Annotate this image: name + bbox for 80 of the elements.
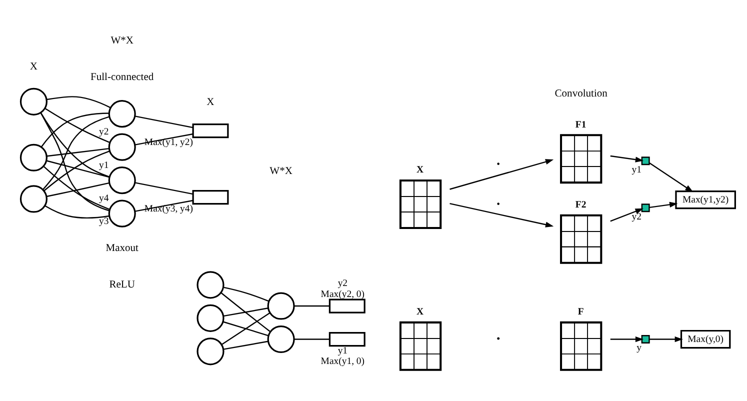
- node-label: y1: [338, 345, 348, 356]
- node-label: Max(y2, 0): [320, 288, 365, 300]
- node-circle: [108, 166, 136, 194]
- connector: [134, 199, 194, 212]
- node-circle: [267, 324, 295, 353]
- label: X: [206, 96, 214, 108]
- connector: [134, 115, 194, 128]
- node-circle: [196, 337, 224, 365]
- connector: [223, 286, 269, 302]
- node-box: [192, 123, 229, 138]
- node-circle: [20, 143, 48, 171]
- node-circle: [20, 184, 48, 212]
- node-circle: [108, 132, 136, 160]
- edge-label: •: [496, 158, 500, 170]
- node-label: y2: [99, 126, 109, 138]
- node-label: y3: [99, 215, 109, 226]
- node-label: y2: [632, 210, 642, 222]
- node-label: y: [636, 342, 642, 354]
- connector: [221, 312, 270, 345]
- node-box: [328, 331, 366, 346]
- node-circle: [196, 304, 224, 332]
- connector: [40, 112, 110, 211]
- arrow: [610, 208, 644, 222]
- label: ReLU: [109, 279, 135, 290]
- edge-label: •: [496, 198, 500, 210]
- node-circle: [267, 292, 295, 320]
- connector: [223, 340, 268, 350]
- node-label: y1: [632, 164, 642, 175]
- node-box: [328, 298, 366, 313]
- node-label: F2: [575, 199, 586, 210]
- node-label: y2: [338, 278, 348, 289]
- connector: [42, 116, 110, 190]
- connector: [134, 132, 194, 145]
- connector: [134, 182, 194, 194]
- label: •: [496, 334, 500, 345]
- arrow: [649, 201, 678, 208]
- node-circle: [196, 270, 224, 298]
- node-label: F: [578, 306, 584, 318]
- connector: [44, 150, 110, 191]
- node-circle: [20, 87, 48, 115]
- node-label: Max(y1, 0): [320, 356, 365, 367]
- label: W*X: [110, 35, 134, 46]
- arrow: [610, 154, 644, 162]
- node-box: Max(y,0): [680, 329, 731, 348]
- label: Full-connected: [90, 72, 154, 83]
- node-label: F1: [575, 118, 586, 130]
- connector: [40, 112, 110, 177]
- connector: [46, 182, 110, 197]
- arrow: [450, 158, 554, 190]
- node-label: X: [416, 164, 424, 176]
- node-label: y4: [99, 192, 109, 204]
- connector: [41, 112, 110, 147]
- label: W*X: [270, 166, 292, 177]
- node-box: Max(y1,y2): [675, 190, 736, 209]
- connector: [43, 165, 110, 210]
- connector: [294, 304, 330, 306]
- node-box: [641, 203, 650, 212]
- label: Convolution: [554, 88, 608, 99]
- arrow: [610, 336, 644, 342]
- node-circle: [108, 199, 136, 227]
- connector: [220, 292, 271, 332]
- connector: [46, 147, 110, 156]
- arrow: [649, 162, 694, 192]
- connector: [294, 338, 330, 340]
- node-circle: [108, 100, 136, 128]
- node-box: [192, 190, 229, 204]
- label: X: [30, 61, 38, 72]
- node-label: X: [416, 306, 424, 318]
- label: Maxout: [106, 242, 138, 254]
- connector: [46, 96, 111, 108]
- connector: [46, 160, 110, 178]
- node-box: [641, 156, 650, 165]
- node-box: [641, 334, 650, 344]
- connector: [44, 107, 110, 143]
- connector: [223, 307, 268, 316]
- arrow: [450, 202, 554, 227]
- connector: [222, 320, 269, 336]
- node-label: y1: [99, 159, 109, 170]
- connector: [44, 204, 110, 218]
- arrow: [650, 336, 683, 342]
